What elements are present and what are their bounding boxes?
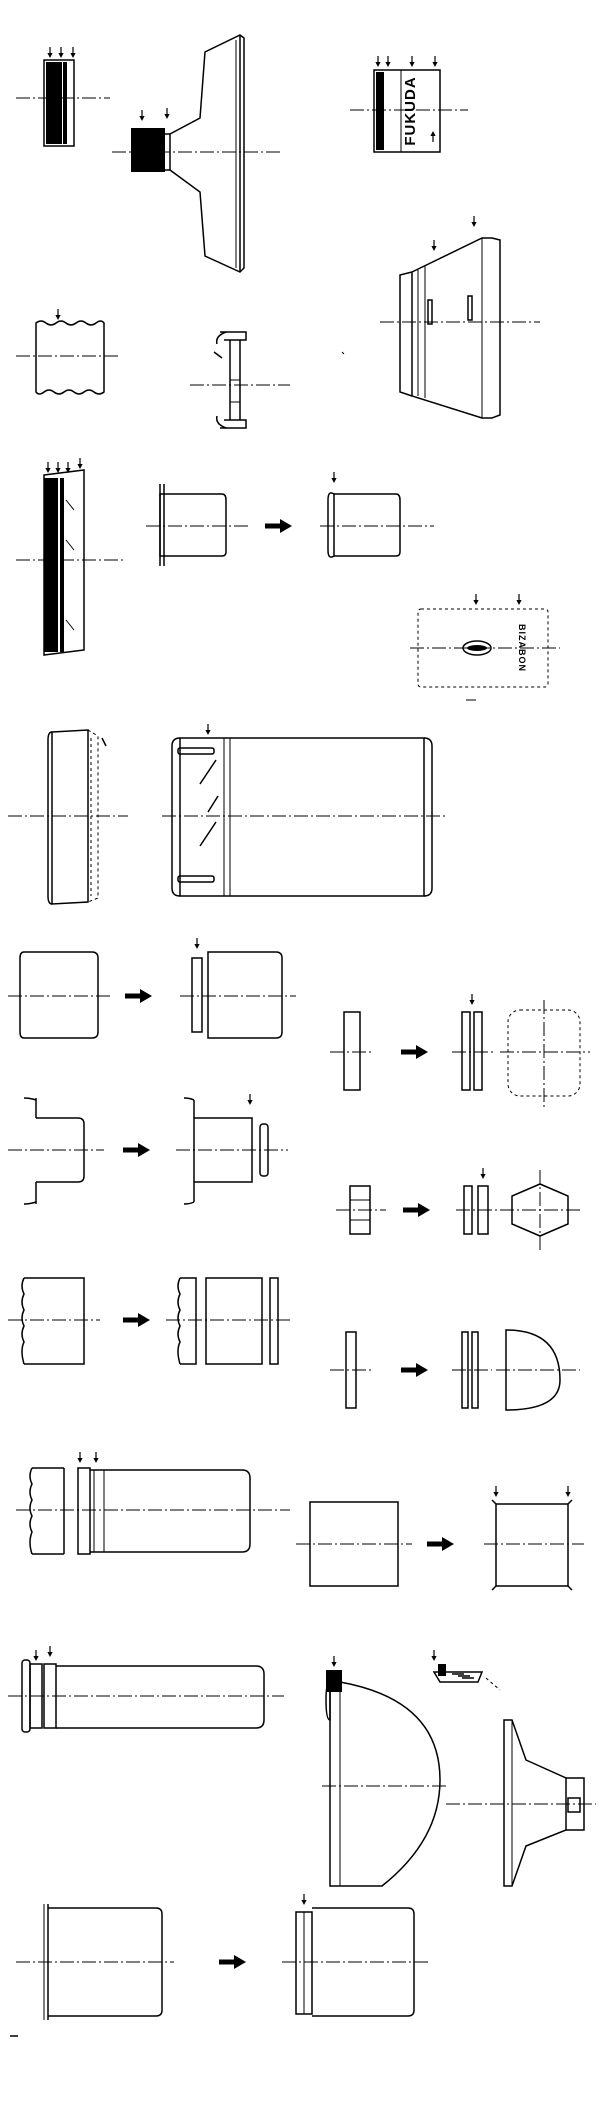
up-arrow-icon [429,130,437,143]
right-arrow-icon [265,519,292,533]
stepped-cylinder [380,215,540,419]
down-arrow-icon [479,1167,487,1180]
short-drum [8,729,128,905]
logo-badge [462,640,492,656]
long-grooved-tube [8,1645,284,1733]
flanged-eyelet [190,331,290,429]
tube-cutting-transform [8,1277,292,1365]
block-to-hexagon [336,1167,580,1250]
down-arrow-icon [69,46,77,59]
right-arrow-icon [219,1955,246,1969]
large-drum [162,723,448,897]
right-arrow-icon [401,1045,428,1059]
dome-cap [322,1655,446,1887]
down-arrow-icon [46,46,54,59]
grooved-tube [16,1451,290,1555]
down-arrow-icon [430,1649,438,1662]
down-arrow-icon [44,461,52,474]
cup-transform [8,937,296,1039]
down-arrow-icon [163,107,171,120]
down-arrow-icon [54,308,62,321]
can-flange-transform [16,1893,428,2020]
right-arrow-icon [401,1363,428,1377]
down-arrow-icon [330,471,338,484]
flanged-cup-transform [8,1093,288,1205]
tall-threaded-ring [16,457,124,656]
product-print: BIZABON [517,624,527,672]
down-arrow-icon [384,55,392,68]
down-arrow-icon [76,457,84,470]
down-arrow-icon [472,593,480,606]
tube-flaring-transform [296,1485,584,1591]
down-arrow-icon [46,1645,54,1658]
down-arrow-icon [430,239,438,252]
right-arrow-icon [123,1143,150,1157]
down-arrow-icon [246,1093,254,1106]
flange-cup-transform [146,471,434,566]
fukuda-sleeve: FUKUDA [350,55,468,153]
down-arrow-icon [492,1485,500,1498]
down-arrow-icon [57,46,65,59]
funnel-threaded-spout [112,34,280,273]
flanged-hub [430,1649,596,1887]
down-arrow-icon [138,109,146,122]
down-arrow-icon [92,1451,100,1464]
down-arrow-icon [193,937,201,950]
down-arrow-icon [408,55,416,68]
wavy-tube [16,308,118,395]
down-arrow-icon [204,723,212,736]
down-arrow-icon [54,461,62,474]
down-arrow-icon [431,55,439,68]
right-arrow-icon [427,1537,454,1551]
down-arrow-icon [515,593,523,606]
down-arrow-icon [564,1485,572,1498]
down-arrow-icon [374,55,382,68]
down-arrow-icon [32,1649,40,1662]
printed-container: BIZABON [410,593,560,688]
down-arrow-icon [300,1893,308,1906]
down-arrow-icon [470,215,478,228]
disc-to-rounded-square [330,993,590,1110]
margin-mark [341,351,345,355]
right-arrow-icon [403,1203,430,1217]
down-arrow-icon [76,1451,84,1464]
down-arrow-icon [468,993,476,1006]
right-arrow-icon [125,989,152,1003]
right-arrow-icon [123,1313,150,1327]
down-arrow-icon [330,1655,338,1668]
disc-to-dome [330,1329,580,1411]
brand-stamp: FUKUDA [402,76,419,145]
threaded-ring [16,46,110,147]
